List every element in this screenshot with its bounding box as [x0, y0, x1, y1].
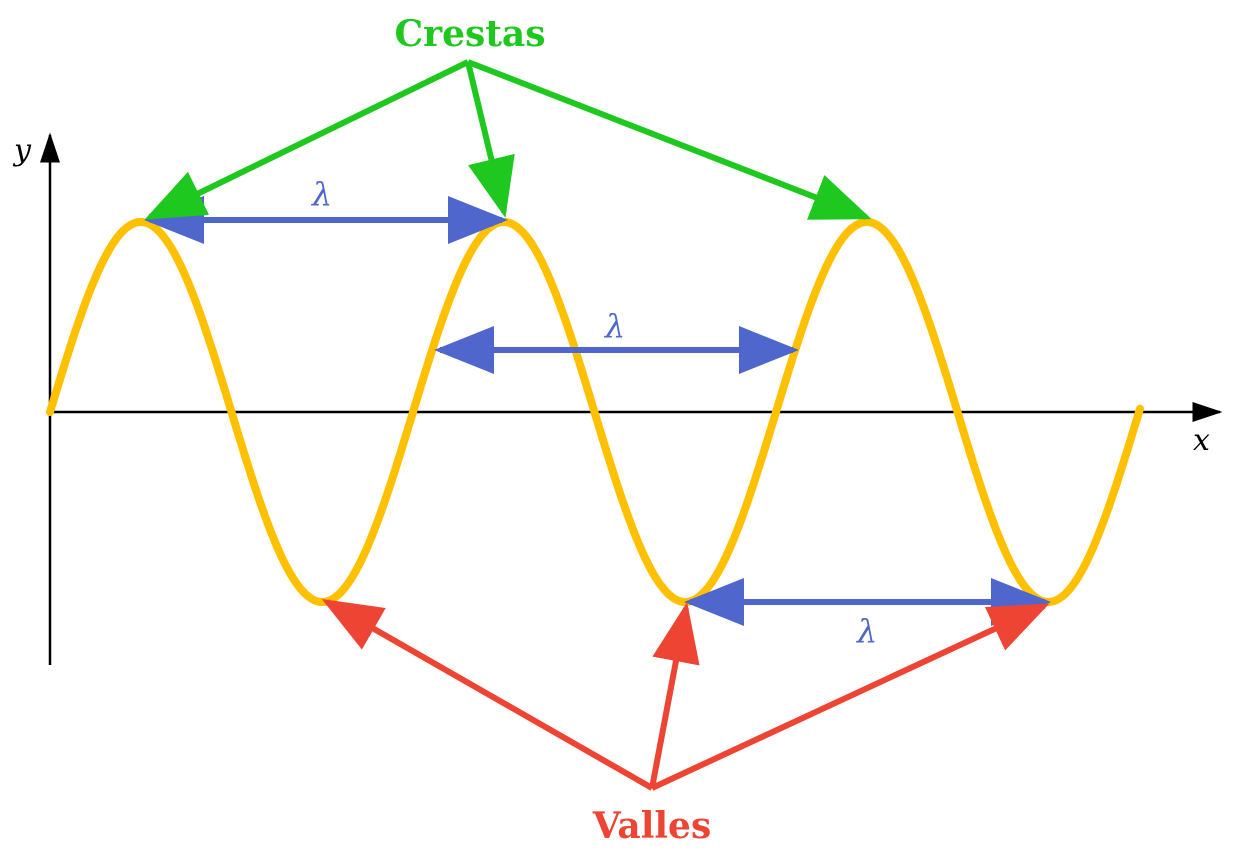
trough-arrow-3 [650, 603, 1050, 791]
wavelength-label-bottom: λ [855, 612, 877, 650]
y-axis-label: y [12, 133, 32, 168]
crest-arrow-2 [465, 61, 515, 218]
x-axis-label: x [1193, 423, 1210, 458]
wavelength-label-top: λ [310, 175, 332, 213]
trough-arrow-2 [649, 602, 700, 789]
troughs-label: Valles [592, 805, 711, 847]
trough-arrow-1 [321, 599, 654, 791]
crests-label: Crestas [394, 13, 545, 55]
crest-arrow-1 [144, 59, 470, 220]
wavelength-label-middle: λ [603, 307, 625, 345]
crest-arrow-3 [466, 59, 872, 220]
sine-wave [46, 218, 1144, 606]
